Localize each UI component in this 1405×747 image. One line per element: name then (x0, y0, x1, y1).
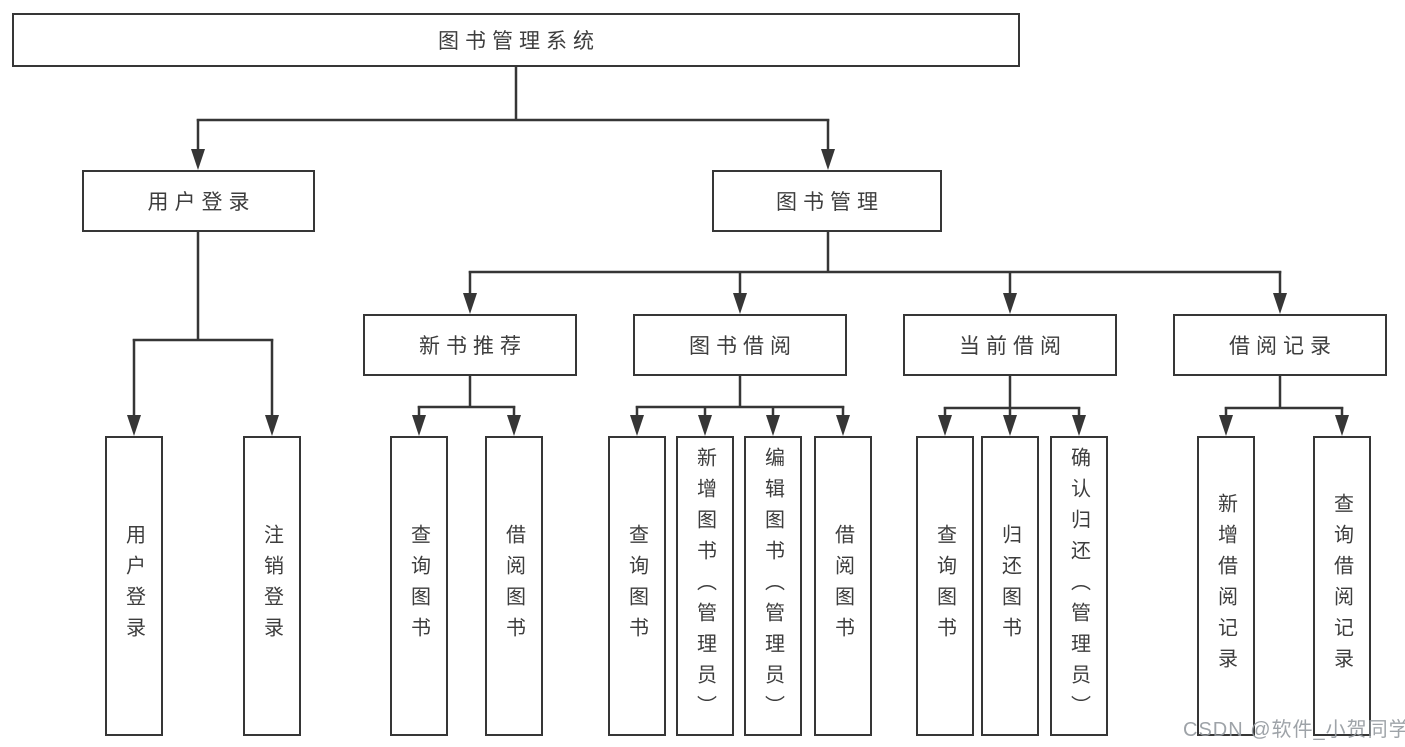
node-book-mgmt: 图书管理 (712, 170, 942, 232)
node-root: 图书管理系统 (12, 13, 1020, 67)
node-book-borrow: 图书借阅 (633, 314, 847, 376)
node-leaf-query-book-3: 查询图书 (916, 436, 974, 736)
node-new-book-rec: 新书推荐 (363, 314, 577, 376)
node-leaf-confirm-return: 确认归还（管理员） (1050, 436, 1108, 736)
node-leaf-edit-book: 编辑图书（管理员） (744, 436, 802, 736)
node-leaf-logout: 注销登录 (243, 436, 301, 736)
connector-root-to-level2 (191, 67, 835, 170)
node-current-borrow: 当前借阅 (903, 314, 1117, 376)
connector-borrowrecord-group (1219, 376, 1349, 436)
connector-currentborrow-group (938, 376, 1086, 436)
node-leaf-add-book: 新增图书（管理员） (676, 436, 734, 736)
node-leaf-query-record: 查询借阅记录 (1313, 436, 1371, 736)
connector-userlogin-group (127, 232, 279, 436)
node-leaf-borrow-book-2: 借阅图书 (814, 436, 872, 736)
node-leaf-add-record: 新增借阅记录 (1197, 436, 1255, 736)
node-borrow-record: 借阅记录 (1173, 314, 1387, 376)
connector-newbookrec-group (412, 376, 521, 436)
node-leaf-query-book-2: 查询图书 (608, 436, 666, 736)
node-leaf-user-login: 用户登录 (105, 436, 163, 736)
csdn-watermark: CSDN @软件_小贺同学 (1183, 719, 1405, 741)
node-leaf-borrow-book-1: 借阅图书 (485, 436, 543, 736)
node-leaf-query-book-1: 查询图书 (390, 436, 448, 736)
connector-bookmgmt-to-level3 (463, 232, 1287, 314)
connector-bookborrow-group (630, 376, 850, 436)
node-user-login: 用户登录 (82, 170, 315, 232)
node-leaf-return-book: 归还图书 (981, 436, 1039, 736)
